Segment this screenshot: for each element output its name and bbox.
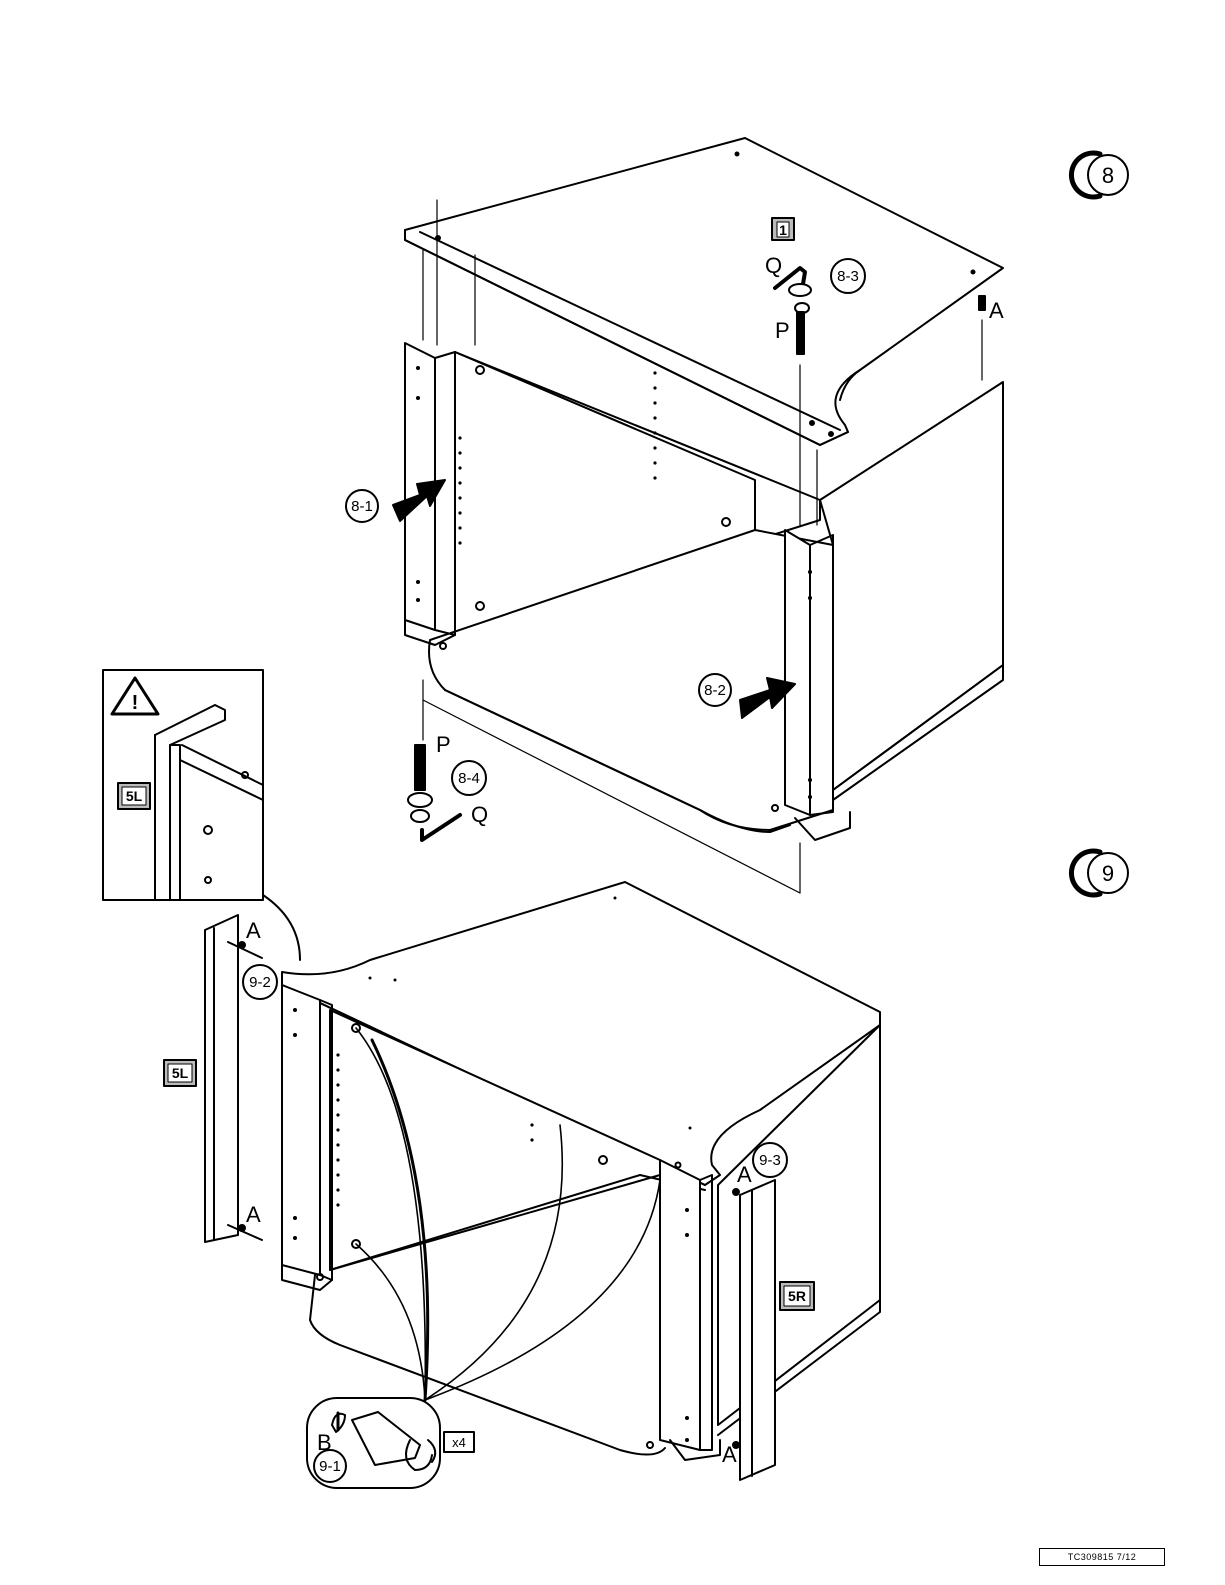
document-code: TC309815 7/12	[1039, 1548, 1165, 1566]
svg-text:A: A	[737, 1162, 752, 1187]
svg-text:P: P	[775, 318, 790, 343]
svg-text:5L: 5L	[126, 788, 143, 804]
svg-text:Q: Q	[471, 802, 488, 827]
svg-text:A: A	[246, 918, 261, 943]
side-panel-5l	[205, 915, 262, 1242]
svg-text:A: A	[722, 1442, 737, 1467]
svg-text:5R: 5R	[788, 1288, 806, 1304]
warning-detail-box: !	[103, 670, 300, 960]
svg-text:9-1: 9-1	[319, 1458, 341, 1475]
svg-text:x4: x4	[452, 1435, 466, 1450]
carcass-step-9	[282, 882, 880, 1460]
svg-text:8-1: 8-1	[351, 498, 373, 515]
svg-text:A: A	[989, 298, 1004, 323]
svg-text:5L: 5L	[172, 1065, 189, 1081]
part-tag-5l-detail: 5L	[118, 783, 150, 809]
step-9-marker: 9	[1071, 851, 1128, 895]
svg-text:9: 9	[1102, 861, 1114, 886]
quantity-badge: x4	[444, 1432, 474, 1452]
svg-text:9-3: 9-3	[759, 1152, 781, 1169]
substep-8-1: 8-1	[346, 490, 378, 522]
step-8-marker: 8	[1071, 153, 1128, 197]
svg-text:!: !	[132, 692, 139, 714]
svg-text:8-4: 8-4	[458, 770, 480, 787]
side-panel-5r	[733, 1180, 775, 1480]
bolt-icon-bottom	[408, 745, 432, 822]
part-tag-1: 1	[772, 218, 794, 240]
svg-text:P: P	[436, 732, 451, 757]
svg-text:8: 8	[1102, 163, 1114, 188]
svg-text:8-2: 8-2	[704, 682, 726, 699]
svg-text:A: A	[246, 1202, 261, 1227]
substep-8-4: 8-4	[452, 761, 486, 795]
svg-text:8-3: 8-3	[837, 268, 859, 285]
part-tag-5r: 5R	[780, 1282, 814, 1310]
svg-text:Q: Q	[765, 253, 782, 278]
dowel-icon-8	[979, 296, 985, 310]
cam-detail-bubble: 9-1 B	[307, 1398, 440, 1488]
svg-text:1: 1	[779, 222, 787, 238]
svg-text:9-2: 9-2	[249, 974, 271, 991]
svg-text:B: B	[317, 1430, 332, 1455]
part-tag-5l: 5L	[164, 1060, 196, 1086]
carcass-step-8	[405, 343, 1003, 840]
substep-9-2: 9-2	[243, 965, 277, 999]
